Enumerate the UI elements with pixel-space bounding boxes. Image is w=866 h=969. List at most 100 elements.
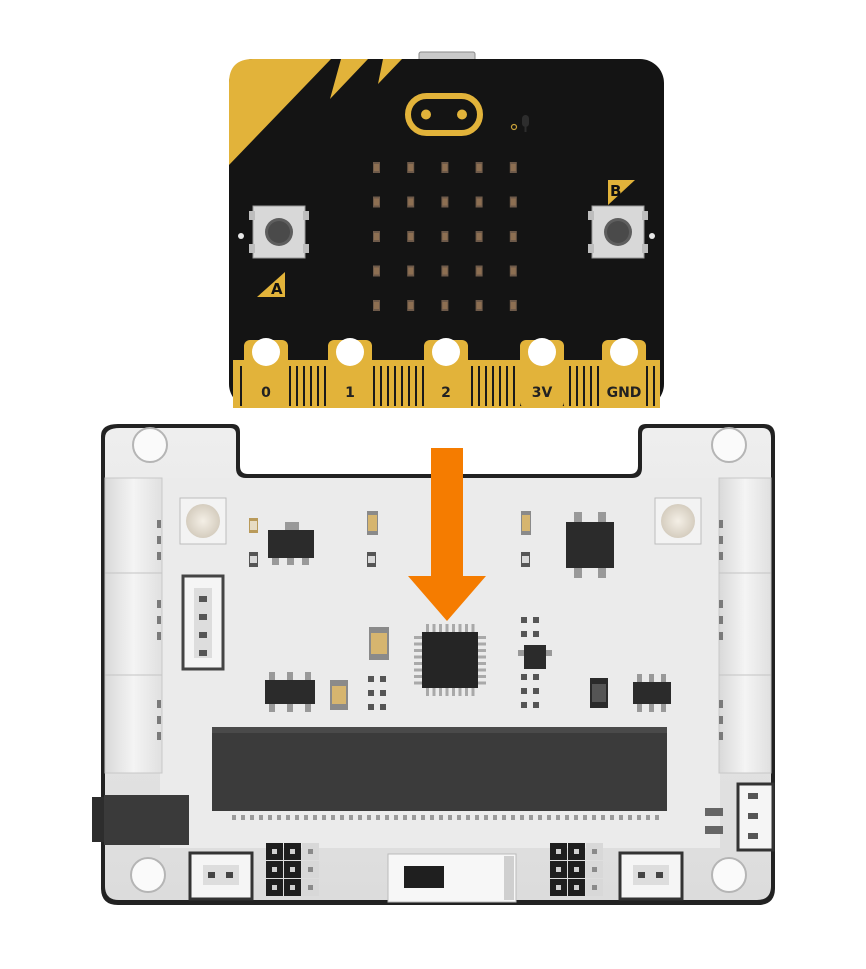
chip-pin (414, 642, 422, 646)
slot-pin (592, 815, 596, 820)
finger-gap (324, 366, 326, 406)
finger-gap (240, 366, 242, 406)
led-lens (510, 267, 516, 275)
pin-hole (252, 338, 280, 366)
led-right (654, 497, 702, 545)
slot-pin (313, 815, 317, 820)
finger-gap (492, 366, 494, 406)
finger-gap (317, 366, 319, 406)
finger-gap (310, 366, 312, 406)
led-lens (442, 302, 448, 309)
connector-2pin-bottom-left (188, 851, 254, 901)
slot-pin (511, 815, 515, 820)
insert-arrow (408, 448, 486, 621)
pin-label: 0 (261, 385, 271, 401)
finger-gap (373, 366, 375, 406)
chip-pin (465, 624, 468, 632)
slot-pin (367, 815, 371, 820)
slot-pin (421, 815, 425, 820)
finger-gap (303, 366, 305, 406)
button-a[interactable] (249, 205, 309, 259)
slot-pin (565, 815, 569, 820)
slot-pin (394, 815, 398, 820)
led-lens (510, 164, 516, 171)
slot-pin (448, 815, 452, 820)
header-pin (272, 849, 277, 854)
slot-pin (556, 815, 560, 820)
chip-pin (414, 668, 422, 672)
edge-connector-slot (212, 727, 667, 811)
slot-pin (241, 815, 245, 820)
led-lens (408, 233, 414, 240)
slot-pin (547, 815, 551, 820)
slot-pin (277, 815, 281, 820)
finger-gap (380, 366, 382, 406)
header-pin (592, 885, 597, 890)
pin-label: 3V (532, 385, 553, 401)
slot-pin (484, 815, 488, 820)
slot-pin (349, 815, 353, 820)
right-side-connector (718, 477, 772, 774)
header-pin (556, 885, 561, 890)
microphone-icon (510, 115, 529, 132)
slot-pin (574, 815, 578, 820)
led-lens (374, 302, 379, 309)
slot-pin (520, 815, 524, 820)
chip-pin (414, 655, 422, 659)
header-pin (308, 849, 313, 854)
led-lens (442, 198, 448, 206)
slot-pin (331, 815, 335, 820)
led-lens (476, 267, 482, 275)
slot-pin (358, 815, 362, 820)
header-pin (592, 867, 597, 872)
slot-pin (646, 815, 650, 820)
slot-pin (610, 815, 614, 820)
slot-pin (628, 815, 632, 820)
pin-hole (336, 338, 364, 366)
pin-hole (610, 338, 638, 366)
finger-gap (401, 366, 403, 406)
slot-pin (583, 815, 587, 820)
finger-gap (394, 366, 396, 406)
microbit-logo (405, 93, 483, 136)
finger-gap (485, 366, 487, 406)
chip-pin (414, 662, 422, 665)
header-pin (272, 867, 277, 872)
slot-pin (457, 815, 461, 820)
led-matrix (373, 162, 517, 311)
chip-small-right (633, 674, 671, 712)
button-b-marker (608, 180, 635, 205)
audio-jack (92, 795, 189, 845)
slot-pin (430, 815, 434, 820)
chip-pin (458, 688, 462, 696)
led-lens (476, 164, 482, 171)
chip-pin (458, 624, 462, 632)
side-dot-left (238, 233, 244, 239)
chip-pin (439, 688, 442, 696)
slot-pin (466, 815, 470, 820)
connector-3pin-right (705, 782, 775, 852)
finger-gap (646, 366, 648, 406)
finger-gap (296, 366, 298, 406)
smd-components (249, 511, 608, 710)
button-b[interactable] (588, 205, 648, 259)
finger-gap (422, 366, 424, 406)
slot-pin (475, 815, 479, 820)
slot-pin (340, 815, 344, 820)
slot-pin (412, 815, 416, 820)
chip-pin (471, 688, 475, 696)
finger-gap (590, 366, 592, 406)
regulator-left (268, 522, 314, 565)
header-pin (290, 867, 295, 872)
chip-pin (478, 675, 486, 678)
pin-header-left (266, 843, 319, 896)
led-lens (408, 267, 414, 275)
slot-pin (259, 815, 263, 820)
led-lens (476, 198, 482, 206)
slot-pin (538, 815, 542, 820)
slot-pin (268, 815, 272, 820)
finger-gap (415, 366, 417, 406)
